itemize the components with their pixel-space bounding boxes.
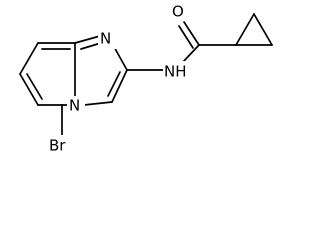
bond-n1-c2 <box>112 44 128 71</box>
atom-label-amide-nh: NH <box>164 63 187 81</box>
bond-cp2-cp3 <box>253 13 273 46</box>
bond-c7-c6 <box>19 73 39 106</box>
bond-c8a-n1 <box>74 35 101 44</box>
atom-label-oxygen: O <box>172 3 184 21</box>
atom-label-layer: O N N NH Br <box>47 1 191 157</box>
bond-nh-cco <box>182 44 200 63</box>
atom-label-bromine: Br <box>49 137 66 155</box>
bond-c2-c3 <box>111 69 128 103</box>
bond-cco-o <box>183 21 200 46</box>
molecule-structure-diagram: O N N NH Br <box>19 1 273 157</box>
bond-c8-c7 <box>19 42 39 75</box>
bond-c3-n4 <box>83 101 113 106</box>
bond-c7-c6-double <box>26 73 43 100</box>
bond-cp1-cp2 <box>235 13 255 46</box>
atom-label-imidazole-nitrogen: N <box>100 30 111 48</box>
bond-layer <box>19 13 273 137</box>
bond-c2-c3-double <box>107 71 121 97</box>
atom-label-bridgehead-nitrogen: N <box>69 97 80 115</box>
bond-cco-o-double <box>178 25 194 49</box>
bond-c8a-n1-double <box>80 42 102 50</box>
